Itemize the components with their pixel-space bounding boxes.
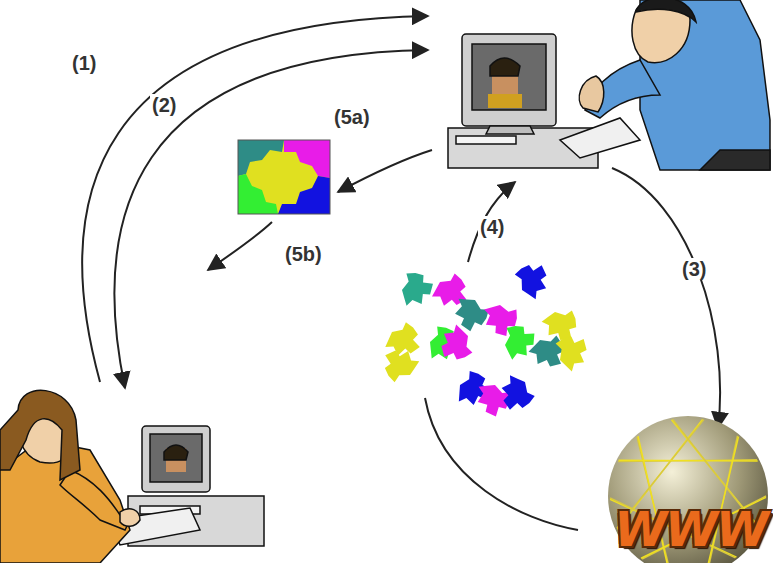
assembled-puzzle bbox=[238, 140, 330, 214]
callout-number: (1) bbox=[70, 52, 98, 74]
man-at-computer bbox=[448, 0, 770, 170]
woman-at-computer bbox=[0, 390, 264, 563]
callout-number: (5b) bbox=[283, 243, 324, 265]
globe-node: WWW bbox=[596, 410, 773, 563]
callout-number: (4) bbox=[478, 216, 506, 238]
callout-number: (3) bbox=[680, 258, 708, 280]
puzzle-pieces bbox=[378, 258, 594, 421]
callout-number: (2) bbox=[150, 94, 178, 116]
callout-number: (5a) bbox=[332, 106, 372, 128]
globe-label: WWW bbox=[614, 505, 767, 553]
